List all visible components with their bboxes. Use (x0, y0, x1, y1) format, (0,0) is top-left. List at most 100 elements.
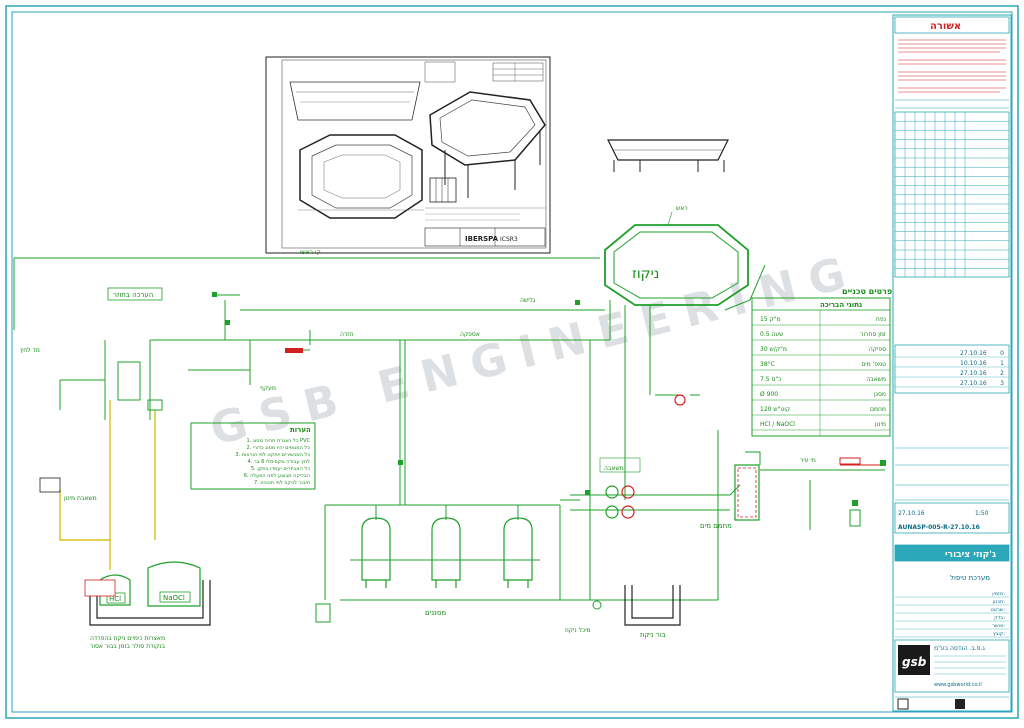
rev-date: 27.10.16 (960, 350, 987, 357)
note-item: 1. כל הצנרת תהיה מסוג PVC (246, 438, 310, 444)
tb-drawing-no: AUNASP-005-R-27.10.16 (898, 524, 980, 531)
chem-caption-2: בנקודת סולר בזמן בבור אסור (90, 643, 166, 650)
drain-pump (592, 600, 602, 610)
inner-frame (11, 11, 1013, 713)
spec-value: 7.5 כ"ס (760, 376, 781, 383)
spec-key: מסנן (874, 391, 886, 398)
hcl-label: HCl (109, 595, 121, 603)
tb-project: ג'קוזי ציבורי (945, 550, 996, 560)
spec-value: 30 מ"ק/ש (760, 346, 787, 353)
company-logo (898, 645, 930, 675)
tb-website: www.gsbworld.co.il (934, 682, 982, 688)
tb-field: קובץ: (993, 631, 1006, 637)
tb-header: אשורה (930, 21, 961, 32)
rev-date: 27.10.16 (960, 380, 987, 387)
outer-frame (5, 5, 1019, 719)
spec-key: מחמם (870, 406, 886, 413)
city-water-label: מי עיר (800, 457, 816, 464)
chemical-lines (59, 400, 156, 570)
title-block: אשורה 0 27.10.16 1 10.10.16 2 27.10.16 3 27.10.… (892, 14, 1012, 712)
note-item: 7. חיבור לניקוז לפי תוכנית (254, 480, 310, 486)
heater (734, 451, 761, 521)
rev-no: 1 (1000, 360, 1004, 367)
rev-no: 3 (1000, 380, 1004, 387)
logo-text: gsb (902, 655, 927, 669)
note-item: 3. כל המכשירים יותקנו לפי הוראות (235, 452, 310, 458)
tb-scale: 1:50 (975, 510, 989, 517)
specs-header: נתוני הבריכה (820, 301, 862, 309)
stamp-icon (955, 699, 965, 709)
specs-title: פרטים טכניים (842, 287, 892, 296)
hcl-tank (99, 574, 131, 606)
fittings (212, 292, 886, 527)
filters-label: מסננים (425, 609, 446, 617)
chemical-pit (89, 580, 211, 626)
tb-company: ג.ס.ב. הנדסה בע"מ (934, 645, 985, 652)
rev-date: 27.10.16 (960, 370, 987, 377)
pumps (605, 394, 686, 519)
tb-field: בדק: (994, 615, 1005, 621)
hcl-tag (84, 579, 116, 597)
drain-tank-label: מיכל ניקוז (565, 627, 591, 634)
main-line-label: קו ראשי (300, 249, 321, 256)
spec-value: 15 מ"ק (760, 316, 781, 323)
naocl-tank (147, 561, 201, 607)
pump-label-box (599, 457, 641, 473)
seal-icon (897, 698, 909, 710)
pool-label: ניקוז (632, 266, 659, 282)
note-item: 6. הבדיקה תבוצע לפני הפעלה (244, 473, 310, 479)
spec-value: 38°C (760, 361, 775, 368)
pump-label: משאבה (604, 465, 624, 472)
spec-key: נפח (876, 316, 886, 323)
tb-date: 27.10.16 (898, 510, 925, 517)
tb-field: מזמין: (992, 591, 1005, 597)
rev-no: 2 (1000, 370, 1004, 377)
spec-key: טמפ' מים (861, 361, 886, 368)
tub-side-view (607, 139, 729, 172)
note-item: 4. לחץ עבודה מקסימלי 6 בר (248, 459, 311, 465)
overflow-label: גלישה (520, 297, 536, 304)
spec-value: Ø 900 (760, 391, 778, 398)
notes-title: הערות (290, 426, 311, 434)
bypass-label: מעקף (260, 385, 276, 392)
drain-pit-label: בור ניקוז (640, 631, 666, 639)
heater-label: מחמם מים (700, 522, 732, 530)
spec-value: HCl / NaOCl (760, 421, 795, 428)
return-label: חזרה (340, 331, 353, 338)
controller-box (117, 361, 141, 401)
rev-date: 10.10.16 (960, 360, 987, 367)
spec-key: ספיקה (869, 346, 886, 353)
spec-key: מינון (875, 421, 886, 428)
chem-caption-1: מאצרות כימיים ניקוז בהפרדה (90, 635, 165, 642)
supply-label: אספקה (460, 331, 480, 338)
spec-key: משאבה (866, 376, 886, 383)
rev-no: 0 (1000, 350, 1004, 357)
drain-pit (624, 585, 681, 626)
controller-box-2 (147, 399, 163, 411)
pressure-gauge-label: מד לחץ (20, 347, 40, 354)
tb-field: תכנון: (993, 599, 1006, 605)
spec-key: זמן סחרור (860, 331, 886, 338)
note-item: 5. כל האביזרים יעמדו בתקן (251, 466, 310, 472)
small-tank (315, 603, 331, 623)
filters (361, 517, 533, 588)
spec-value: 120 קוט"ש (760, 406, 790, 413)
dosing-label: משאבת מינון (64, 495, 97, 502)
inset-brand: IBERSPA (465, 235, 499, 243)
jacuzzi-pool: ניקוז ראש (604, 205, 749, 306)
inset-drawing: IBERSPA ICSR3 (265, 56, 551, 254)
tb-subtitle: מערכת טיפול (950, 574, 990, 582)
backwash-box (107, 287, 163, 301)
tb-field: אושר: (992, 623, 1005, 629)
pool-top-label: ראש (676, 205, 688, 212)
backwash-label: הערכה בחוזר (113, 291, 153, 299)
spec-value: 0.5 שעה (760, 331, 783, 338)
inset-code: ICSR3 (500, 236, 518, 243)
dosing-panel (39, 477, 61, 493)
note-item: 2. כל המגופים יהיו מסוג כדורי (247, 445, 311, 451)
specs-table: פרטים טכניים נתוני הבריכה נפח 15 מ"ק זמן ס… (751, 287, 892, 437)
tb-field: שרטט: (990, 607, 1005, 613)
